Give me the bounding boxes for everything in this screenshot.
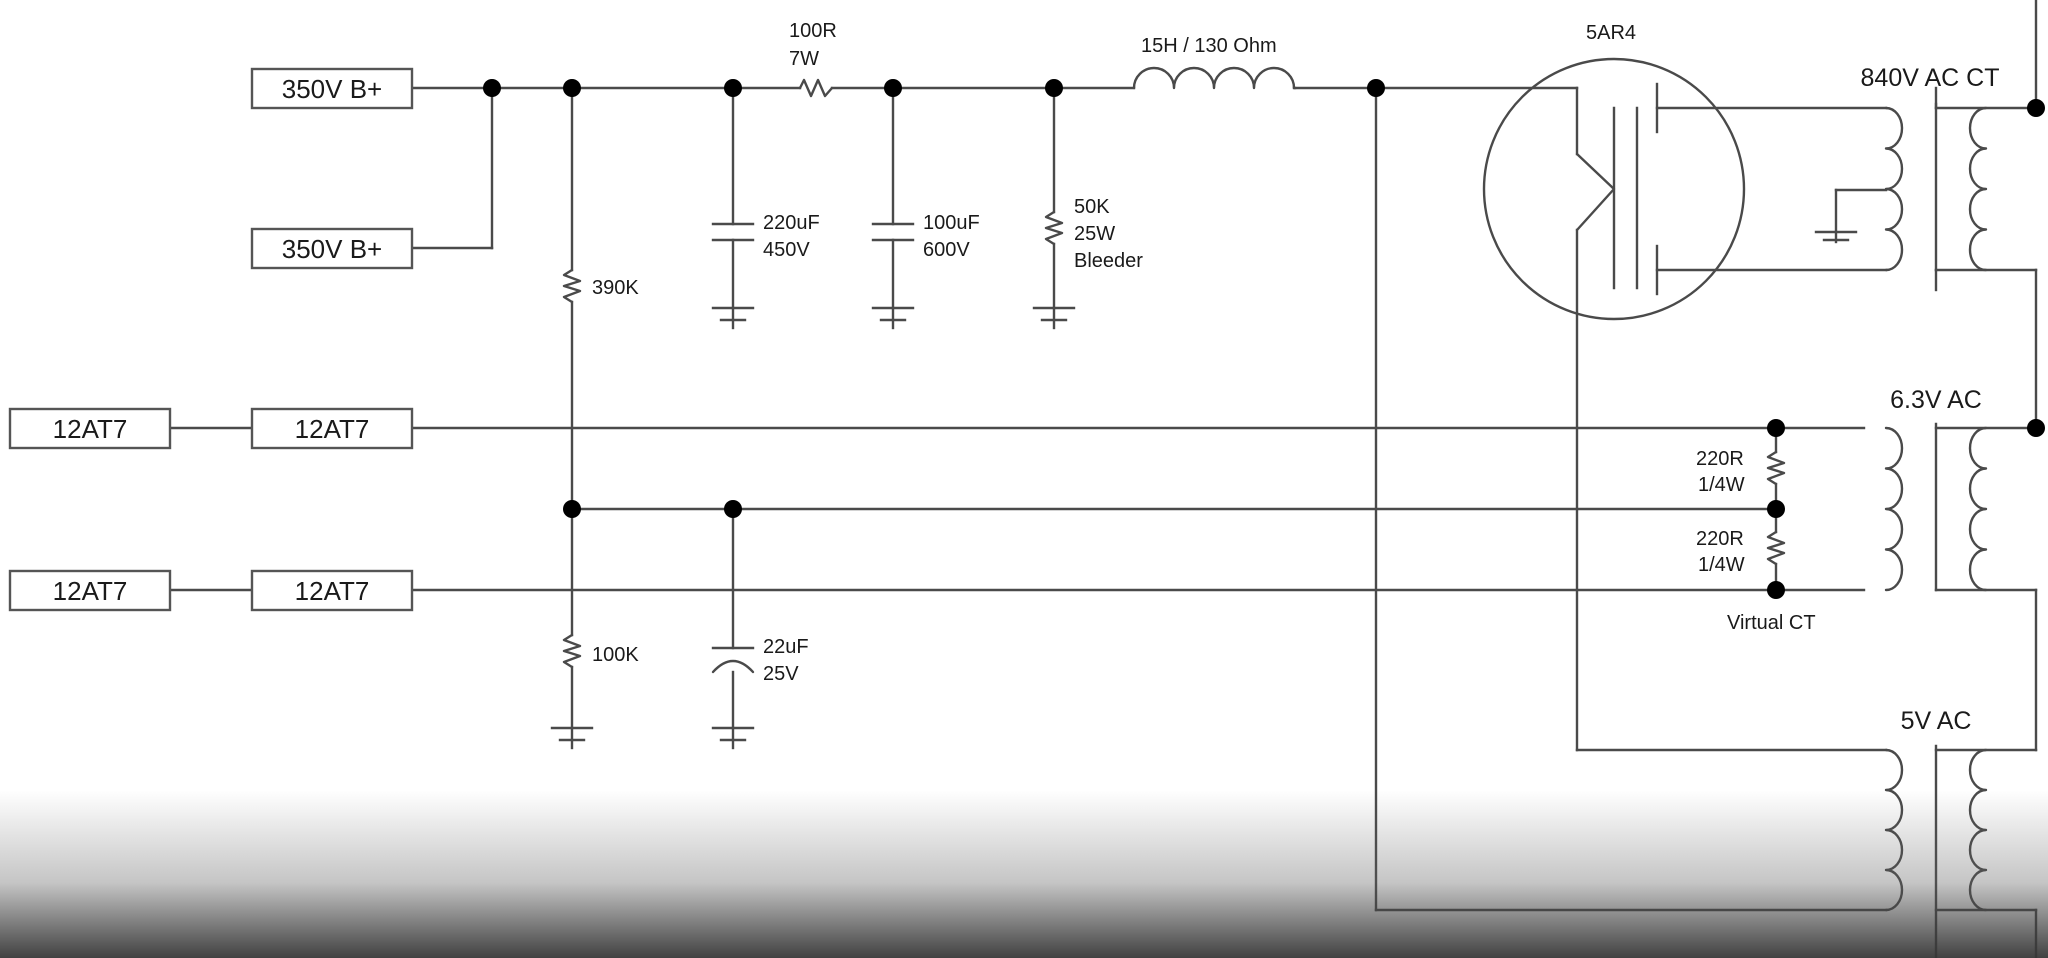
component-labels: 100R 7W 15H / 130 Ohm 5AR4 220uF 450V 10…	[592, 20, 1999, 735]
rectifier-label: 5AR4	[1586, 22, 1636, 44]
capacitor-22uf-icon	[711, 646, 755, 674]
connector-tube-row1-left: 12AT7	[8, 407, 172, 450]
ct-resistor-lower-value: 220R	[1696, 528, 1744, 550]
junction-dot	[483, 79, 501, 97]
resistor-100k-label: 100K	[592, 644, 639, 666]
resistor-100k-icon	[562, 633, 582, 669]
connector-label: 350V B+	[282, 234, 382, 264]
ground-icon	[550, 726, 594, 750]
junction-dot	[2027, 99, 2045, 117]
ground-icon	[1032, 306, 1076, 330]
ground-icon	[1814, 230, 1858, 244]
bleeder-note: Bleeder	[1074, 250, 1143, 272]
junction-dot	[724, 500, 742, 518]
connectors: 350V B+ 350V B+ 12AT7 12AT7 12AT7 12AT7	[8, 67, 414, 612]
rectifier-tube-icon	[1482, 57, 1746, 321]
connector-tube-row1-right: 12AT7	[250, 407, 414, 450]
cap-220uf-value: 220uF	[763, 212, 820, 234]
choke-inductor-icon	[1132, 66, 1296, 90]
junction-dot	[1367, 79, 1385, 97]
connector-tube-row2-right: 12AT7	[250, 569, 414, 612]
resistor-50k-icon	[1044, 210, 1064, 246]
capacitor-220uf-icon	[711, 222, 755, 242]
ct-resistor-upper-value: 220R	[1696, 448, 1744, 470]
ground-icon	[871, 306, 915, 330]
wires	[168, 0, 2038, 958]
junction-dot	[1767, 419, 1785, 437]
resistor-100r-rating: 7W	[789, 48, 819, 70]
junction-dot	[563, 79, 581, 97]
connector-tube-row2-left: 12AT7	[8, 569, 172, 612]
junction-dot	[563, 500, 581, 518]
connector-label: 12AT7	[53, 576, 128, 606]
junction-dot	[724, 79, 742, 97]
ct-resistor-upper-rating: 1/4W	[1698, 474, 1745, 496]
connector-bplus-bottom: 350V B+	[250, 227, 414, 270]
power-transformer-icon	[1884, 102, 1988, 958]
ct-resistor-lower-rating: 1/4W	[1698, 554, 1745, 576]
transformer-5v-label: 5V AC	[1901, 707, 1972, 735]
ground-symbols	[550, 230, 1858, 750]
cap-220uf-rating: 450V	[763, 239, 810, 261]
capacitor-100uf-icon	[871, 222, 915, 242]
connector-label: 12AT7	[53, 414, 128, 444]
junction-dot	[1767, 500, 1785, 518]
bleeder-value: 50K	[1074, 196, 1110, 218]
resistor-100r-icon	[798, 78, 834, 98]
connector-label: 12AT7	[295, 414, 370, 444]
resistors	[562, 78, 1786, 669]
cap-22uf-value: 22uF	[763, 636, 809, 658]
choke-label: 15H / 130 Ohm	[1141, 35, 1277, 57]
junction-dot	[884, 79, 902, 97]
virtual-ct-label: Virtual CT	[1727, 612, 1816, 634]
transformer-840v-label: 840V AC CT	[1861, 64, 2000, 92]
capacitors	[711, 222, 915, 674]
resistor-390k-icon	[562, 268, 582, 304]
resistor-220r-lower-icon	[1766, 530, 1786, 566]
connector-label: 12AT7	[295, 576, 370, 606]
junction-dot	[2027, 419, 2045, 437]
cap-22uf-rating: 25V	[763, 663, 799, 685]
junction-dot	[1045, 79, 1063, 97]
junction-dot	[1767, 581, 1785, 599]
bleeder-rating: 25W	[1074, 223, 1115, 245]
ground-icon	[711, 726, 755, 750]
ground-icon	[711, 306, 755, 330]
connector-bplus-top: 350V B+	[250, 67, 414, 110]
cap-100uf-rating: 600V	[923, 239, 970, 261]
resistor-220r-upper-icon	[1766, 450, 1786, 486]
transformer-6v3-label: 6.3V AC	[1890, 386, 1982, 414]
junction-nodes	[483, 79, 2045, 599]
resistor-100r-value: 100R	[789, 20, 837, 42]
cap-100uf-value: 100uF	[923, 212, 980, 234]
connector-label: 350V B+	[282, 74, 382, 104]
resistor-390k-label: 390K	[592, 277, 639, 299]
